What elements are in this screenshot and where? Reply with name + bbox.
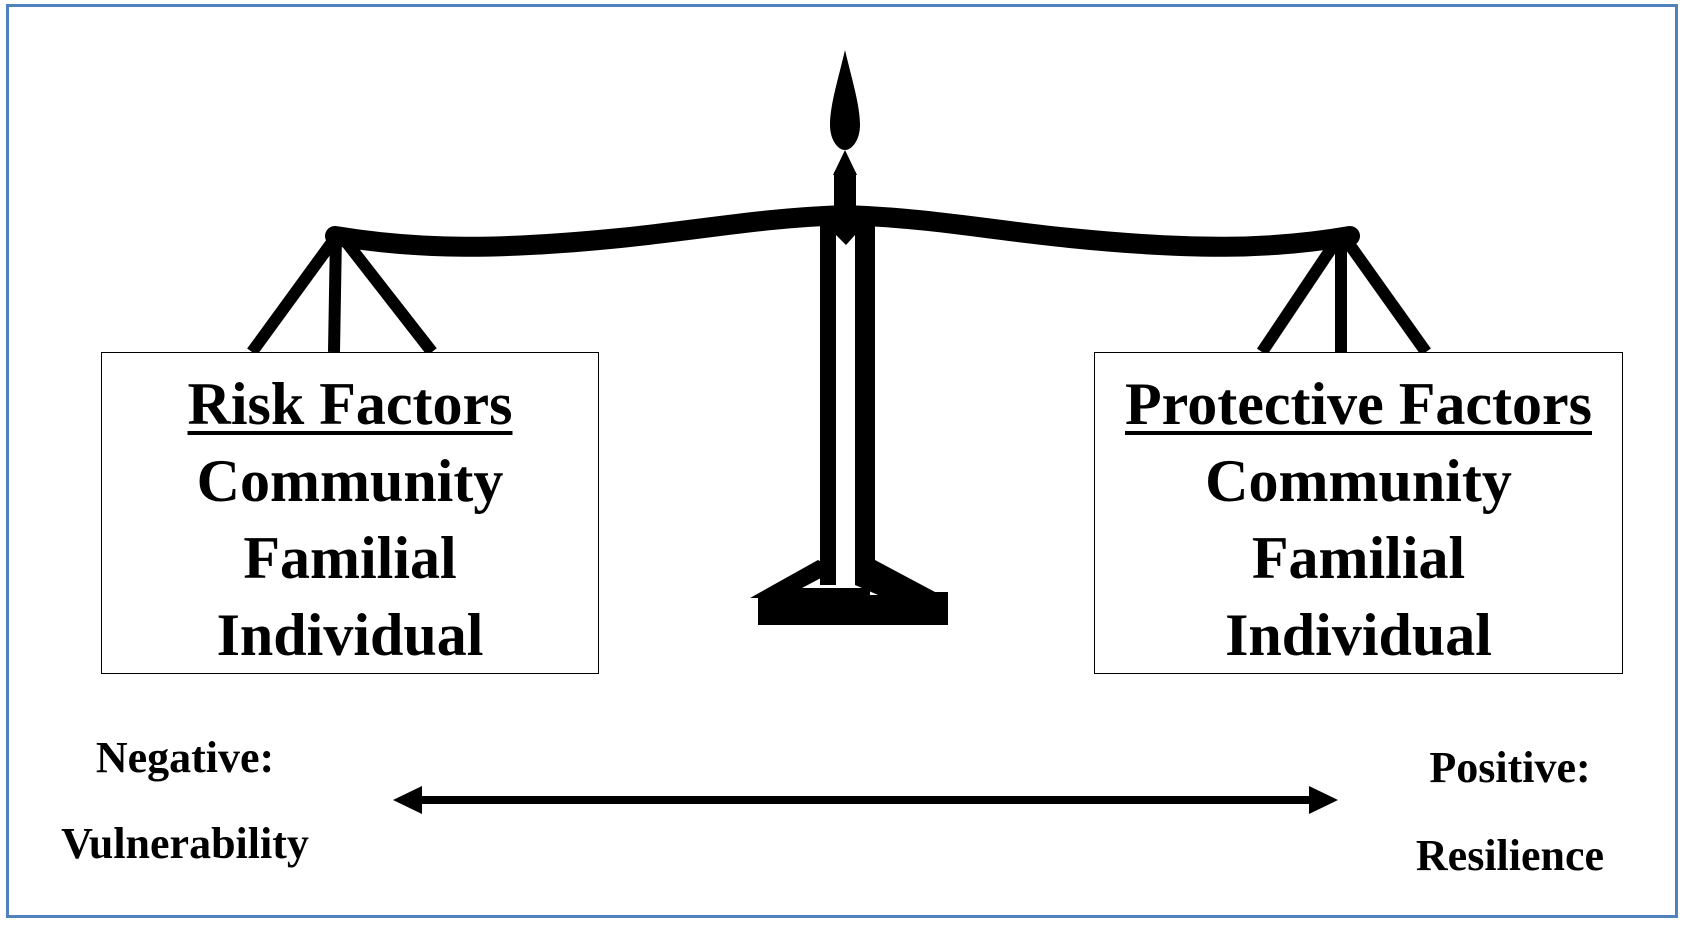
protective-factors-title: Protective Factors (1125, 371, 1592, 437)
scale-column-joint (836, 225, 855, 245)
risk-factors-title: Risk Factors (187, 371, 513, 437)
scale-column-right (855, 215, 875, 585)
scale-finial-neck (833, 150, 857, 175)
positive-label: Positive: (1429, 743, 1591, 792)
protective-factors-box: Protective Factors Community Familial In… (1094, 352, 1623, 674)
arrow-head-left (393, 786, 422, 814)
protective-item-individual: Individual (1225, 602, 1492, 668)
risk-item-community: Community (196, 448, 504, 514)
scale-finial (830, 50, 860, 150)
risk-factors-box: Risk Factors Community Familial Individu… (101, 352, 599, 674)
scale-foot (758, 595, 948, 625)
scale-neck (834, 172, 856, 212)
negative-label: Negative: (95, 733, 275, 782)
arrow-head-right (1309, 786, 1338, 814)
vulnerability-label: Vulnerability (61, 819, 309, 868)
protective-item-familial: Familial (1251, 525, 1466, 591)
protective-item-community: Community (1205, 448, 1512, 514)
scale-base-right (855, 560, 948, 598)
risk-item-familial: Familial (243, 525, 457, 591)
right-pan-hanger (1257, 230, 1431, 356)
scale-beam (325, 204, 1360, 257)
scale-column-left (820, 215, 836, 585)
resilience-label: Resilience (1415, 831, 1605, 880)
left-pan-hanger (247, 230, 437, 356)
diagram-frame (6, 4, 1678, 918)
scale-base (750, 560, 870, 598)
continuum-arrow (393, 786, 1338, 814)
risk-item-individual: Individual (216, 602, 484, 668)
